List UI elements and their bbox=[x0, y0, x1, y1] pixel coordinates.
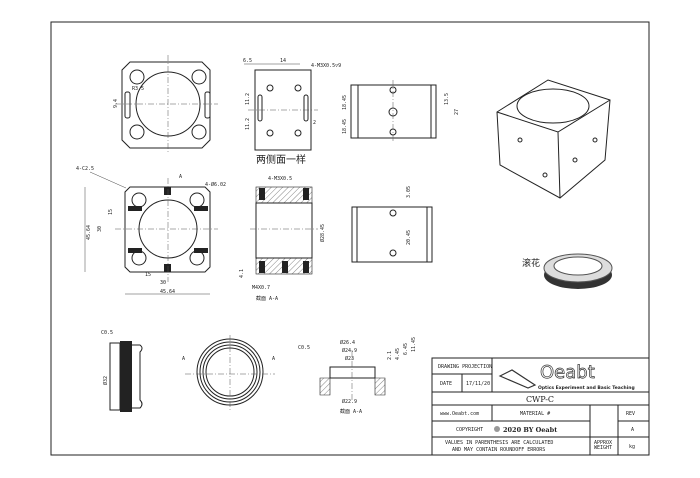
dim-label: Ø23 bbox=[345, 355, 354, 362]
ring-section-view: C0.5 Ø26.4 Ø24.9 Ø23 Ø22.9 截面 A-A 2.1 4.… bbox=[298, 337, 417, 415]
dim-label: Ø32 bbox=[102, 376, 109, 385]
right-view: 3.05 20.45 bbox=[351, 186, 433, 263]
dim-label: Ø24.9 bbox=[342, 347, 357, 354]
end-view: 18.45 18.45 13.5 27 bbox=[342, 80, 460, 143]
projection-label: DRAWING PROJECTION bbox=[438, 364, 492, 370]
dim-label: 2.1 bbox=[387, 351, 393, 360]
isometric-view bbox=[496, 79, 611, 199]
dim-label: 20.45 bbox=[406, 230, 412, 245]
dim-label: 13.5 bbox=[444, 93, 450, 105]
hole-callout: 4-M3X0.5▽9 bbox=[311, 63, 341, 69]
top-view: R3.5 9.4 bbox=[113, 55, 218, 153]
dim-label: 2 bbox=[313, 120, 316, 126]
section-view: 4-M3X0.5 Ø28.45 4.1 M4X0.7 截面 A-A bbox=[239, 176, 326, 302]
dim-label: 6.5 bbox=[243, 58, 252, 64]
note-line: VALUES IN PARENTHESIS ARE CALCULATED bbox=[445, 440, 553, 446]
chamfer-callout: C0.5 bbox=[298, 345, 310, 351]
side-view: 6.5 14 4-M3X0.5▽9 11.2 11.2 2 两侧面一样 bbox=[243, 58, 341, 166]
dim-label: Ø28.45 bbox=[319, 224, 326, 242]
logo-tagline: Optics Experiment and Basic Teaching bbox=[538, 385, 635, 391]
dim-label: 11.2 bbox=[245, 93, 251, 105]
dim-label: 15 bbox=[108, 209, 114, 215]
website: www.Oeabt.com bbox=[440, 411, 479, 417]
dim-label: 14 bbox=[280, 58, 286, 64]
thread-callout: 4-M3X0.5 bbox=[268, 176, 292, 182]
dim-label: 11.2 bbox=[245, 118, 251, 130]
copyright-text: 2020 BY Oeabt bbox=[503, 426, 557, 434]
dim-label: 4.1 bbox=[239, 269, 245, 278]
chamfer-callout: C0.5 bbox=[101, 330, 113, 336]
front-view: 4-C2.5 4-Ø6.02 A 15 30 45.64 15 30 45.64 bbox=[76, 166, 226, 295]
dim-label: 15 bbox=[145, 272, 151, 278]
section-mark: A bbox=[182, 356, 185, 362]
dim-label: 11.45 bbox=[411, 337, 417, 352]
ring-front-view: A A bbox=[182, 335, 275, 410]
dim-label: Ø26.4 bbox=[340, 339, 355, 346]
ring-side-view: C0.5 Ø32 bbox=[101, 330, 143, 412]
thread-callout: M4X0.7 bbox=[252, 285, 270, 291]
section-mark: A bbox=[272, 356, 275, 362]
copyright-icon bbox=[494, 426, 500, 432]
weight-unit: kg bbox=[629, 444, 635, 450]
dim-label: 45.64 bbox=[86, 225, 92, 240]
dim-label: 9.4 bbox=[113, 99, 119, 108]
copyright-label: COPYRIGHT bbox=[456, 427, 483, 433]
chamfer-callout: 4-C2.5 bbox=[76, 166, 94, 172]
dim-label: 6.45 bbox=[403, 343, 409, 355]
material-label: MATERIAL # bbox=[520, 411, 550, 417]
logo-text: Oeabt bbox=[540, 362, 595, 383]
dim-label: 45.64 bbox=[160, 289, 175, 295]
hole-callout: 4-Ø6.02 bbox=[205, 181, 226, 188]
dim-label: Ø22.9 bbox=[342, 398, 357, 405]
knurl-label: 滚花 bbox=[522, 257, 540, 269]
dim-label: 3.05 bbox=[406, 186, 412, 198]
section-mark: A bbox=[179, 174, 182, 180]
date-label: DATE bbox=[440, 381, 452, 387]
dim-label: 27 bbox=[454, 109, 460, 115]
date-value: 17/11/20 bbox=[466, 381, 490, 387]
logo-icon bbox=[498, 369, 537, 389]
part-name: CWP-C bbox=[526, 395, 554, 404]
dim-label: 30 bbox=[160, 280, 166, 286]
dim-label: R3.5 bbox=[132, 86, 144, 92]
dim-label: 30 bbox=[97, 226, 103, 232]
rev-label: REV bbox=[626, 411, 635, 417]
section-caption: 截面 A-A bbox=[340, 408, 362, 415]
note-line: AND MAY CONTAIN ROUNDOFF ERRORS bbox=[452, 447, 545, 453]
dim-label: 4.45 bbox=[395, 348, 401, 360]
dim-label: 18.45 bbox=[342, 95, 348, 110]
section-caption: 截面 A-A bbox=[256, 295, 278, 302]
note-both-sides-same: 两侧面一样 bbox=[256, 153, 306, 166]
title-block: DRAWING PROJECTION DATE 17/11/20 Oeabt O… bbox=[431, 357, 650, 456]
rev-value: A bbox=[631, 427, 634, 433]
knurled-ring-render: 滚花 bbox=[522, 253, 613, 289]
drawing-border bbox=[50, 21, 650, 456]
dim-label: 18.45 bbox=[342, 119, 348, 134]
